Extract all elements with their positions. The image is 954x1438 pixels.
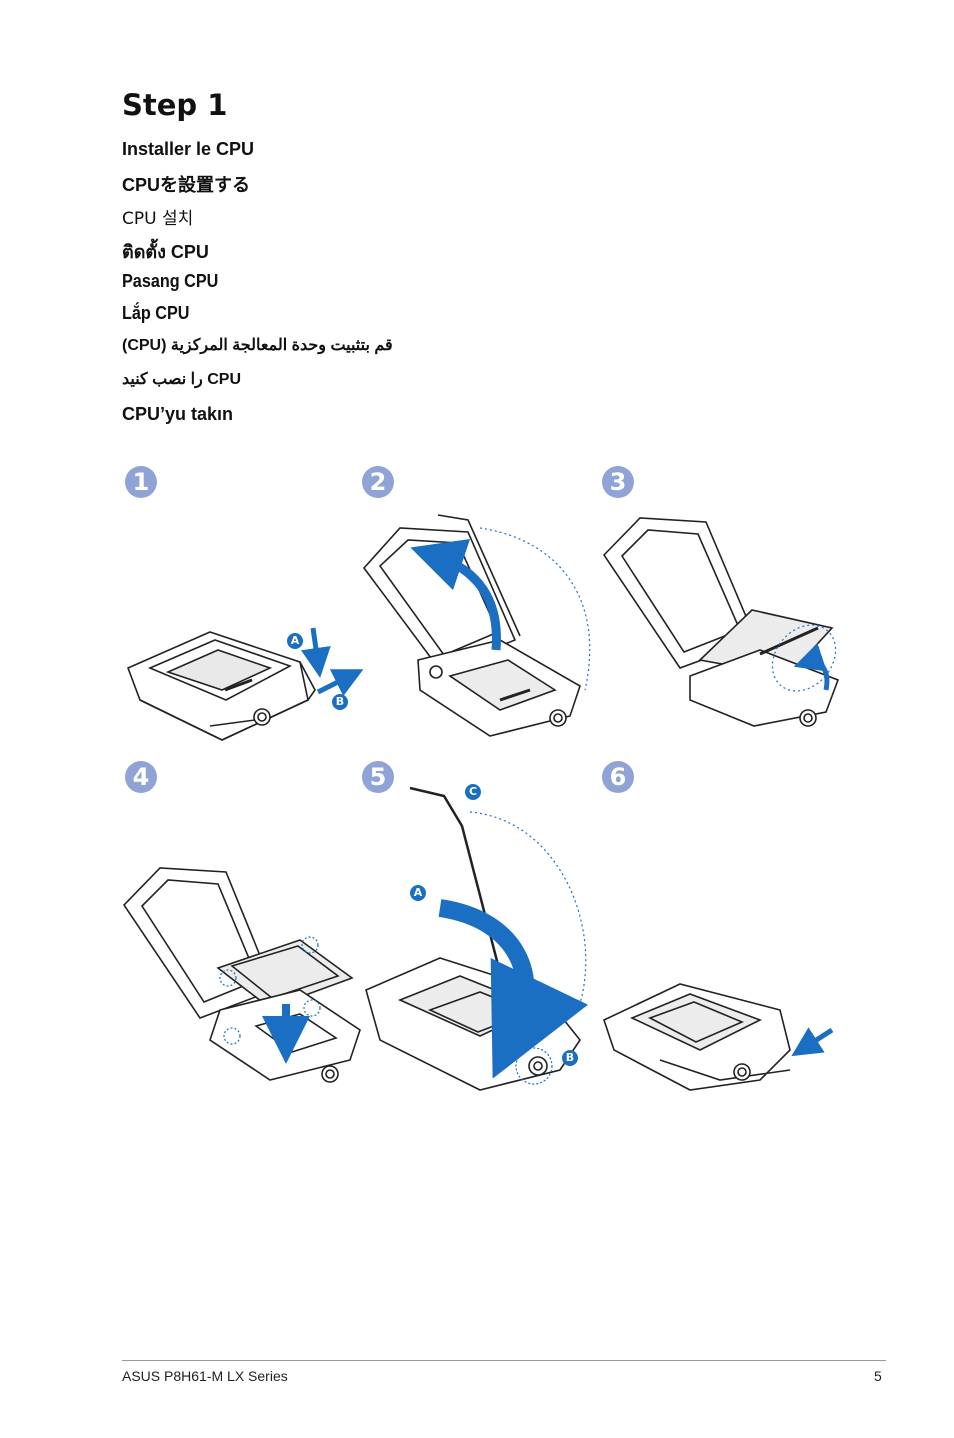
notch-highlight-2 [219, 969, 237, 987]
retention-highlight [515, 1047, 553, 1085]
arrow-lock-lever [791, 1027, 834, 1057]
page-title: Step 1 [122, 88, 228, 122]
notch-highlight-4 [223, 1027, 241, 1045]
arrow-down-a1 [301, 627, 331, 678]
callout-a-step5: A [410, 885, 426, 901]
arc-dotted-2 [479, 527, 591, 691]
callout-b-step5: B [562, 1050, 578, 1066]
lang-japanese: CPUを設置する [122, 175, 251, 195]
lang-french: Installer le CPU [122, 139, 255, 159]
socket-lever-up-figure-2 [362, 514, 581, 737]
arrow-out-b1 [316, 669, 364, 697]
lang-turkish: CPU’yu takın [122, 404, 234, 424]
callout-a-step1: A [287, 633, 303, 649]
step-badge-6: 6 [602, 761, 634, 793]
step-badge-1: 1 [125, 466, 157, 498]
step-badge-5: 5 [362, 761, 394, 793]
arrow-lift-plate [410, 538, 501, 651]
highlight-cover [771, 624, 837, 692]
step-badge-2: 2 [362, 466, 394, 498]
socket-locked-figure-6 [603, 983, 791, 1091]
lang-persian: CPU را نصب کنید [122, 371, 241, 388]
socket-closed-figure-1 [126, 631, 316, 741]
arrow-close-plate [438, 899, 589, 1079]
notch-highlight-1 [301, 936, 319, 954]
lang-arabic: قم بتثبيت وحدة المعالجة المركزية (CPU) [122, 337, 393, 354]
lang-korean: CPU 설치 [122, 209, 194, 229]
footer-product: ASUS P8H61-M LX Series [122, 1368, 288, 1384]
step-badge-4: 4 [125, 761, 157, 793]
socket-close-lever-figure-5 [365, 786, 581, 1091]
step-badge-3: 3 [602, 466, 634, 498]
arrow-remove-cover [793, 643, 830, 691]
footer-divider [122, 1360, 886, 1361]
lang-vietnamese: Lắp CPU [122, 303, 190, 323]
socket-plate-open-figure-3 [602, 517, 840, 727]
callout-c-step5: C [465, 784, 481, 800]
notch-highlight-3 [303, 999, 321, 1017]
callout-b-step1: B [332, 694, 348, 710]
socket-insert-cpu-figure-4 [122, 867, 361, 1083]
lang-indonesian: Pasang CPU [122, 271, 219, 291]
lang-thai: ติดตั้ง CPU [122, 242, 209, 262]
page-number: 5 [874, 1368, 882, 1384]
